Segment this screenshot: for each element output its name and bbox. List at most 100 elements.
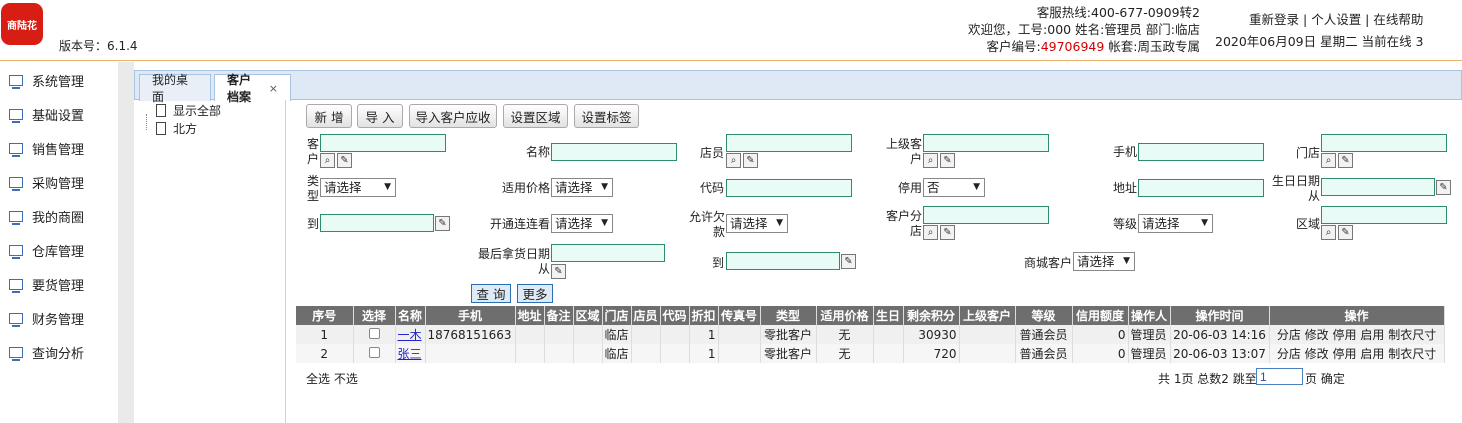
- customer-name-link[interactable]: 一木: [397, 328, 422, 342]
- sidebar-item-purchase[interactable]: 采购管理: [9, 172, 84, 192]
- pencil-icon[interactable]: ✎: [337, 153, 352, 168]
- hotline: 客服热线:400-677-0909转2: [1036, 5, 1200, 20]
- sidebar-item-basic[interactable]: 基础设置: [9, 104, 84, 124]
- last-purchase-to-input[interactable]: [726, 252, 840, 270]
- clerk-label: 店员: [699, 146, 724, 160]
- size-action[interactable]: 制衣尺寸: [1388, 347, 1437, 361]
- relogin-link[interactable]: 重新登录: [1249, 12, 1300, 27]
- search-button[interactable]: 查 询: [471, 284, 511, 303]
- sidebar-item-finance[interactable]: 财务管理: [9, 308, 84, 328]
- account-line: 客户编号:49706949 帐套:周玉政专属: [986, 39, 1200, 54]
- brand-logo: 商陆花: [1, 3, 43, 45]
- tree-node-north[interactable]: 北方: [156, 120, 197, 137]
- version-label: 版本号：6.1.4: [59, 39, 138, 53]
- confirm-link[interactable]: 确定: [1320, 372, 1345, 386]
- size-action[interactable]: 制衣尺寸: [1388, 328, 1437, 342]
- monitor-icon: [9, 74, 23, 89]
- pencil-icon[interactable]: ✎: [1338, 225, 1353, 240]
- price-label: 适用价格: [501, 181, 550, 195]
- customer-name-link[interactable]: 张三: [397, 347, 422, 361]
- edit-action[interactable]: 修改: [1304, 328, 1329, 342]
- close-icon[interactable]: ×: [268, 81, 278, 95]
- import-button[interactable]: 导 入: [357, 104, 403, 128]
- region-input[interactable]: [1321, 206, 1447, 224]
- tab-bar: 我的桌面 客户档案×: [134, 70, 1462, 104]
- select-all-link[interactable]: 全选: [306, 372, 331, 386]
- branch-action[interactable]: 分店: [1276, 347, 1301, 361]
- enable-action[interactable]: 启用: [1360, 347, 1385, 361]
- selection-links: 全选 不选: [306, 370, 358, 387]
- search-icon[interactable]: ⌕: [1321, 225, 1336, 240]
- last-purchase-from-label: 最后拿货日期从: [477, 247, 550, 276]
- sidebar-item-sales[interactable]: 销售管理: [9, 138, 84, 158]
- add-button[interactable]: 新 增: [306, 104, 352, 128]
- sidebar-item-system[interactable]: 系统管理: [9, 70, 84, 90]
- page-jump-input[interactable]: [1256, 368, 1303, 385]
- name-input[interactable]: [551, 143, 677, 161]
- address-label: 地址: [1112, 181, 1137, 195]
- sidebar-item-query[interactable]: 查询分析: [9, 342, 84, 362]
- search-icon[interactable]: ⌕: [726, 153, 741, 168]
- mall-customer-select[interactable]: 请选择: [1073, 252, 1135, 271]
- import-receivable-button[interactable]: 导入客户应收: [409, 104, 497, 128]
- branch-action[interactable]: 分店: [1276, 328, 1301, 342]
- disabled-select[interactable]: 否: [923, 178, 985, 197]
- search-icon[interactable]: ⌕: [1321, 153, 1336, 168]
- parent-customer-input[interactable]: [923, 134, 1049, 152]
- tree-connector: [146, 114, 147, 130]
- enable-action[interactable]: 启用: [1360, 328, 1385, 342]
- search-icon[interactable]: ⌕: [923, 153, 938, 168]
- disable-action[interactable]: 停用: [1332, 347, 1357, 361]
- personal-settings-link[interactable]: 个人设置: [1311, 12, 1362, 27]
- monitor-icon: [9, 176, 23, 191]
- sidebar-item-requisition[interactable]: 要货管理: [9, 274, 84, 294]
- pencil-icon[interactable]: ✎: [940, 153, 955, 168]
- monitor-icon: [9, 108, 23, 123]
- tab-desktop[interactable]: 我的桌面: [139, 73, 211, 104]
- search-icon[interactable]: ⌕: [923, 225, 938, 240]
- store-input[interactable]: [1321, 134, 1447, 152]
- pencil-icon[interactable]: ✎: [743, 153, 758, 168]
- pencil-icon[interactable]: ✎: [1338, 153, 1353, 168]
- pencil-icon[interactable]: ✎: [841, 254, 856, 269]
- address-input[interactable]: [1138, 179, 1264, 197]
- search-icon[interactable]: ⌕: [320, 153, 335, 168]
- more-button[interactable]: 更多: [517, 284, 553, 303]
- set-area-button[interactable]: 设置区域: [503, 104, 568, 128]
- sidebar-item-circle[interactable]: 我的商圈: [9, 206, 84, 226]
- customer-input[interactable]: [320, 134, 446, 152]
- table-row: 2 张三 临店 1 零批客户 无 720 普通会员 0 管理员 20-06-03…: [296, 344, 1445, 363]
- last-purchase-to-label: 到: [711, 256, 724, 270]
- select-none-link[interactable]: 不选: [333, 372, 358, 386]
- pencil-icon[interactable]: ✎: [551, 264, 566, 279]
- pencil-icon[interactable]: ✎: [940, 225, 955, 240]
- set-tag-button[interactable]: 设置标签: [574, 104, 639, 128]
- allow-debt-select[interactable]: 请选择: [726, 214, 788, 233]
- disable-action[interactable]: 停用: [1332, 328, 1357, 342]
- code-input[interactable]: [726, 179, 852, 197]
- customer-branch-input[interactable]: [923, 206, 1049, 224]
- phone-input[interactable]: [1138, 143, 1264, 161]
- allow-debt-label: 允许欠款: [688, 210, 725, 239]
- pencil-icon[interactable]: ✎: [435, 216, 450, 231]
- type-select[interactable]: 请选择: [320, 178, 396, 197]
- pencil-icon[interactable]: ✎: [1436, 180, 1451, 195]
- last-purchase-from-input[interactable]: [551, 244, 665, 262]
- clerk-input[interactable]: [726, 134, 852, 152]
- row-checkbox[interactable]: [368, 327, 380, 339]
- price-select[interactable]: 请选择: [551, 178, 613, 197]
- online-help-link[interactable]: 在线帮助: [1373, 12, 1424, 27]
- name-label: 名称: [525, 145, 550, 159]
- tab-customer-file[interactable]: 客户档案×: [214, 73, 291, 104]
- sidebar-item-warehouse[interactable]: 仓库管理: [9, 240, 84, 260]
- level-select[interactable]: 请选择: [1138, 214, 1213, 233]
- tree-node-all[interactable]: 显示全部: [156, 102, 221, 119]
- edit-action[interactable]: 修改: [1304, 347, 1329, 361]
- open-view-label: 开通连连看: [489, 217, 550, 231]
- header-links: 重新登录 | 个人设置 | 在线帮助 2020年06月09日 星期二 当前在线 …: [1215, 9, 1424, 53]
- birthday-to-input[interactable]: [320, 214, 434, 232]
- code-label: 代码: [699, 181, 724, 195]
- row-checkbox[interactable]: [368, 346, 380, 358]
- birthday-from-input[interactable]: [1321, 178, 1435, 196]
- open-view-select[interactable]: 请选择: [551, 214, 613, 233]
